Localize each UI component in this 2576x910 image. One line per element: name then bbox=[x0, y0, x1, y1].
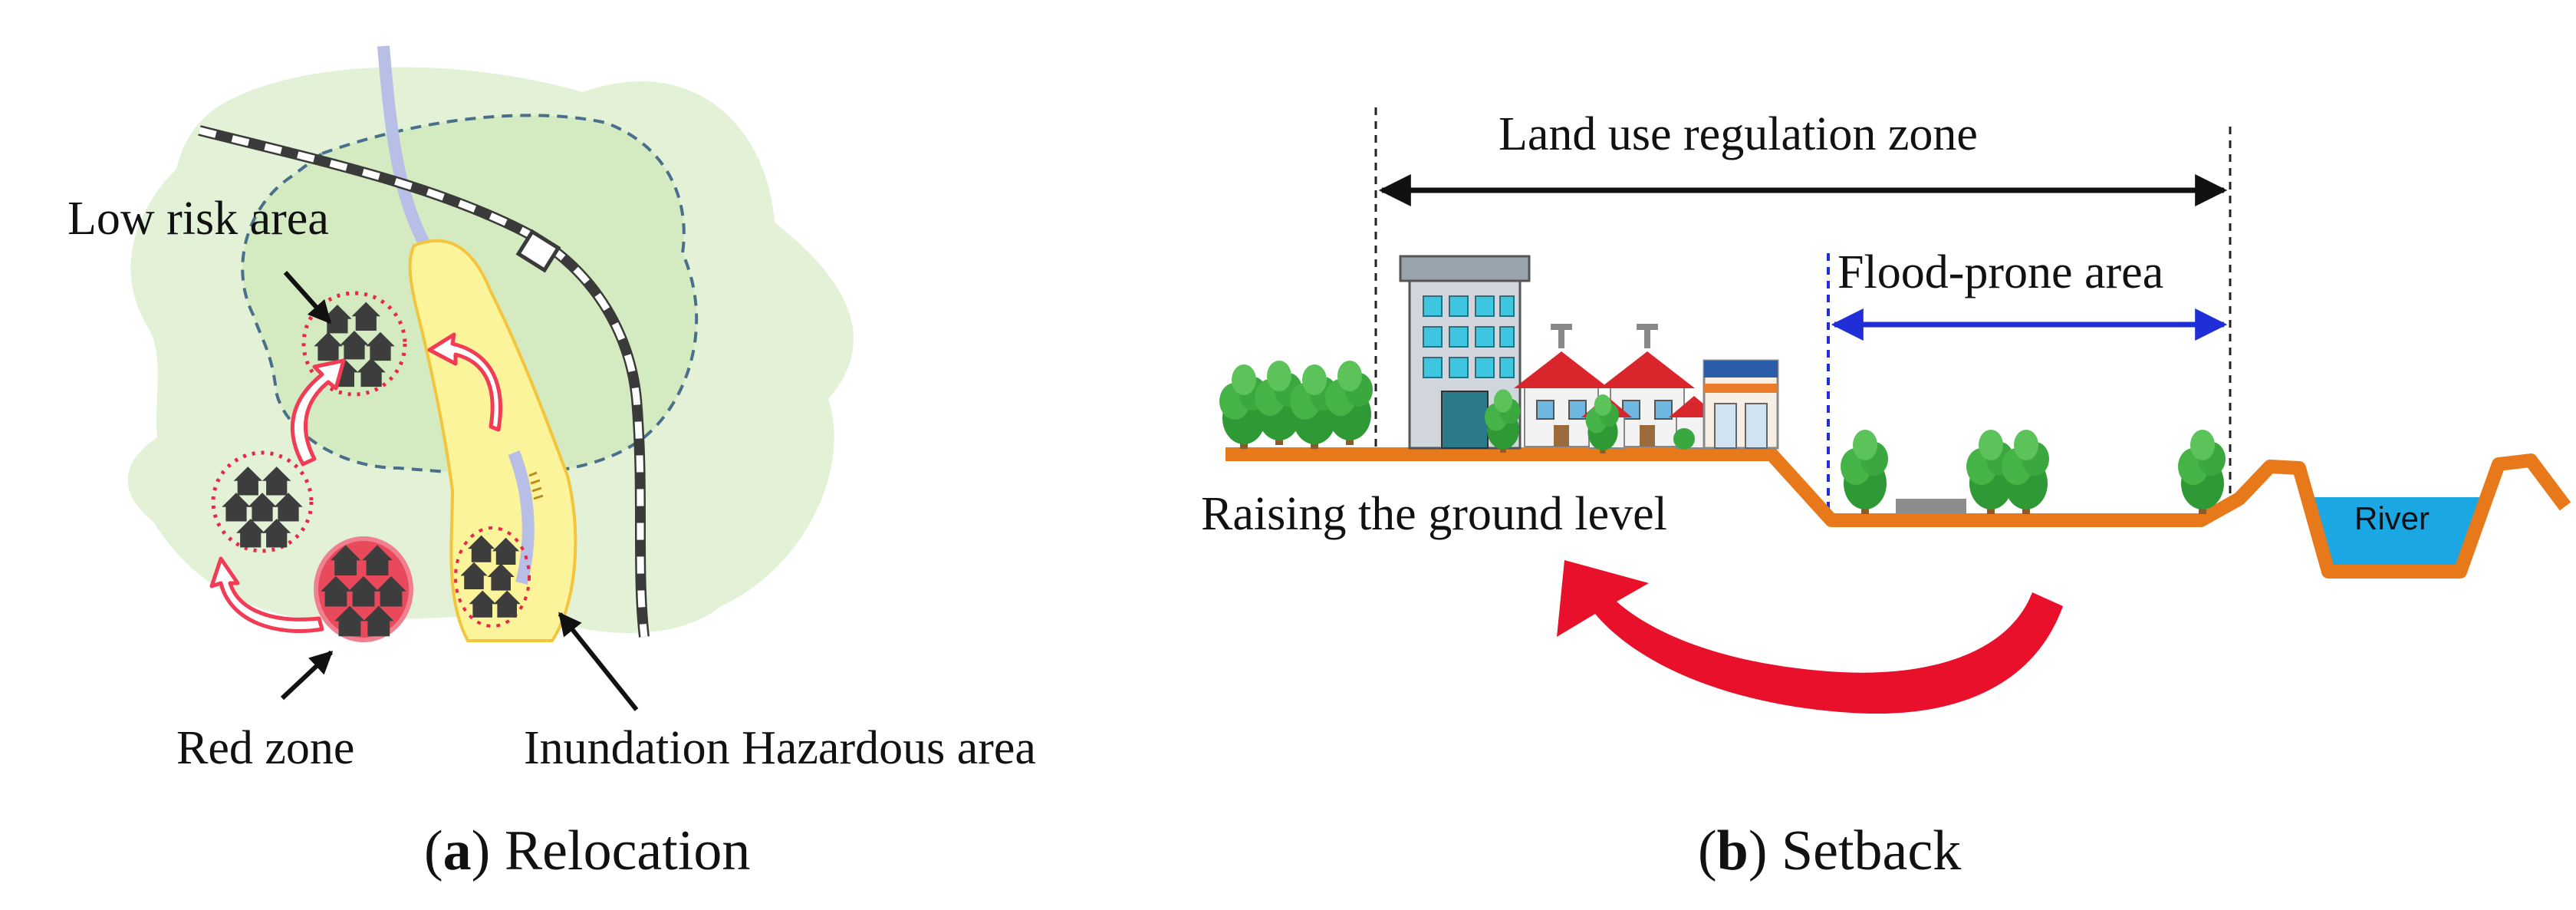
tree-icon bbox=[1841, 430, 1888, 514]
caption-b-text: Setback bbox=[1781, 819, 1961, 882]
panel-a-relocation: Low risk area Red zone Inundation Hazard… bbox=[67, 45, 1036, 882]
pointer-low-risk bbox=[283, 271, 332, 325]
river-water bbox=[2308, 497, 2481, 566]
tree-icon bbox=[2002, 430, 2049, 514]
road-segment bbox=[508, 450, 535, 585]
caption-b: (b) Setback bbox=[1698, 819, 1961, 882]
pointer-inundation bbox=[558, 612, 639, 711]
caption-a: (a) Relocation bbox=[424, 819, 750, 882]
caption-a-letter: a bbox=[443, 819, 472, 882]
bench-icon bbox=[1896, 499, 1966, 514]
relocation-site-low-risk bbox=[301, 291, 407, 397]
label-raising-ground-level: Raising the ground level bbox=[1201, 488, 1667, 540]
relocation-site-left bbox=[211, 450, 314, 553]
label-red-zone: Red zone bbox=[176, 722, 354, 774]
pointer-red-zone bbox=[280, 650, 334, 701]
panel-b-setback: Land use regulation zone Flood-prone are… bbox=[1201, 107, 2571, 882]
caption-b-letter: b bbox=[1717, 819, 1749, 882]
label-low-risk-area: Low risk area bbox=[67, 193, 329, 245]
label-inundation-hazardous-area: Inundation Hazardous area bbox=[524, 722, 1036, 774]
tree-group-left bbox=[1219, 361, 1373, 449]
caption-a-text: Relocation bbox=[505, 819, 751, 882]
bush-icon bbox=[1673, 428, 1695, 450]
bridge-icon bbox=[528, 471, 544, 500]
ground-profile bbox=[1225, 447, 2571, 579]
shop-icon bbox=[1703, 359, 1779, 450]
raising-ground-arrow bbox=[1557, 560, 2063, 714]
relocation-arrows bbox=[209, 332, 502, 633]
railway-icon bbox=[198, 125, 650, 638]
station-icon bbox=[515, 229, 561, 273]
label-land-use-regulation-zone: Land use regulation zone bbox=[1499, 108, 1978, 160]
hazard-settlement bbox=[454, 526, 531, 628]
label-river: River bbox=[2354, 500, 2430, 536]
tree-icon bbox=[2178, 430, 2226, 514]
label-flood-prone-area: Flood-prone area bbox=[1837, 246, 2163, 298]
